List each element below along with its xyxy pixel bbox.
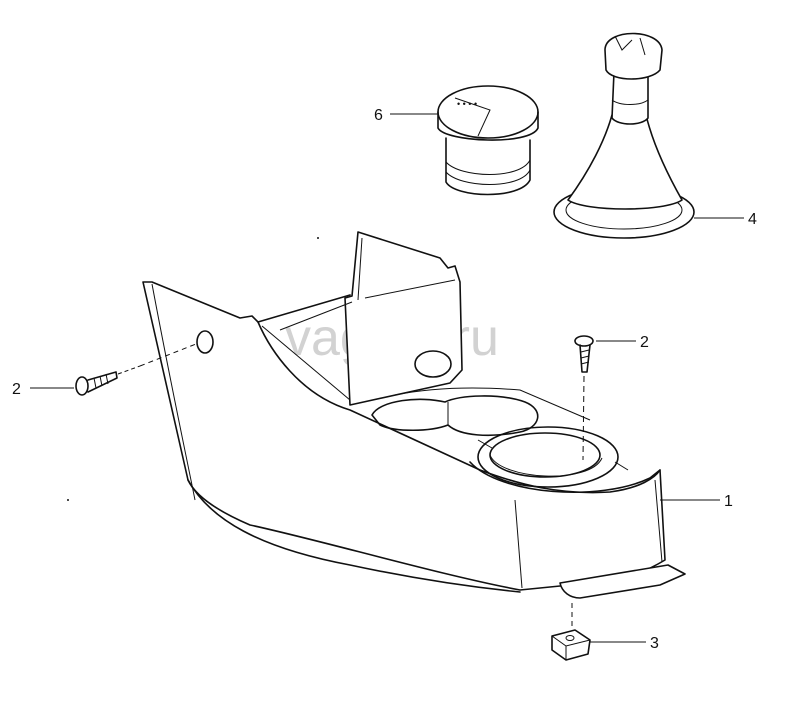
screw-right: [574, 335, 594, 461]
callout-2-left: 2: [12, 381, 74, 398]
clip-nut: [551, 603, 591, 661]
gear-knob-boot: [553, 32, 695, 239]
svg-text:2: 2: [12, 381, 21, 398]
svg-text:1: 1: [724, 493, 733, 510]
ashtray-cup: • • • •: [437, 85, 539, 196]
callout-1: 1: [660, 493, 733, 510]
svg-text:• • • •: • • • •: [457, 99, 477, 109]
svg-text:6: 6: [374, 107, 383, 124]
callout-3: 3: [590, 635, 659, 652]
svg-text:3: 3: [650, 635, 659, 652]
callout-4: 4: [694, 211, 757, 228]
screw-left: [75, 343, 197, 396]
callout-2-right: 2: [596, 334, 649, 351]
center-console: [142, 231, 686, 599]
svg-text:2: 2: [640, 334, 649, 351]
svg-text:4: 4: [748, 211, 757, 228]
callout-6: 6: [374, 107, 438, 124]
